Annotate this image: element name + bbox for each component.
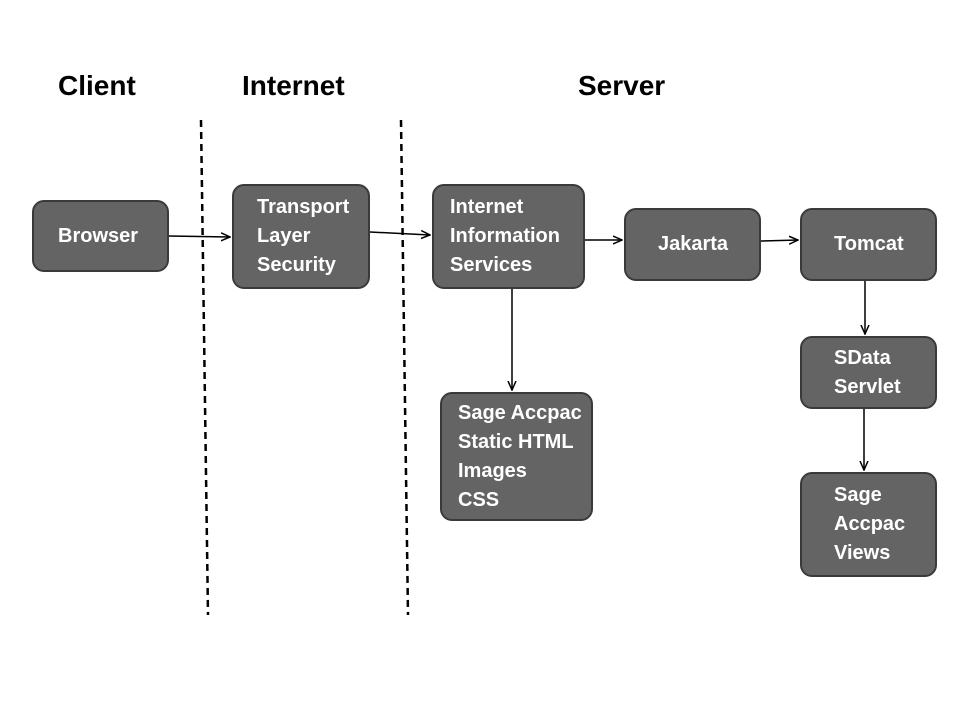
node-iis-label-line-3: Services	[450, 254, 533, 276]
boundary-internet-server	[399, 119, 410, 616]
node-sdata-label-line-2: Servlet	[834, 375, 901, 398]
node-sdata-servlet: SData Servlet	[800, 336, 937, 409]
zone-label-client: Client	[58, 70, 136, 101]
node-sage-accpac-views: Sage Accpac Views	[800, 472, 937, 577]
node-static-label-line-2: Static HTML	[458, 430, 574, 453]
node-internet-information-services: Internet Information Services	[432, 184, 585, 289]
node-browser-label: Browser	[58, 224, 139, 247]
node-browser: Browser	[32, 200, 169, 272]
node-tls-label-line-2: Layer	[257, 225, 311, 247]
node-tls-label-line-3: Security	[257, 254, 336, 276]
zone-label-server: Server	[578, 70, 666, 101]
boundary-client-internet	[199, 119, 210, 616]
node-jakarta: Jakarta	[624, 208, 761, 281]
zone-label-internet: Internet	[242, 70, 345, 101]
node-transport-layer-security: Transport Layer Security	[232, 184, 370, 289]
node-sdata-label-line-1: SData	[834, 346, 891, 369]
edge-browser-tls	[168, 236, 230, 237]
node-jakarta-label: Jakarta	[658, 233, 729, 255]
node-views-label-line-1: Sage	[834, 484, 882, 506]
node-static-content: Sage Accpac Static HTML Images CSS	[440, 392, 593, 521]
node-tomcat-label: Tomcat	[834, 233, 904, 255]
node-iis-label-line-1: Internet	[450, 196, 524, 218]
node-static-label-line-3: Images	[458, 459, 527, 482]
edge-jakarta-tomcat	[760, 240, 798, 241]
node-iis-label-line-2: Information	[450, 225, 560, 247]
node-static-label-line-4: CSS	[458, 488, 500, 511]
node-tls-label-line-1: Transport	[257, 196, 350, 218]
node-static-label-line-1: Sage Accpac	[458, 401, 582, 424]
node-views-label-line-3: Views	[834, 542, 891, 564]
node-tomcat: Tomcat	[800, 208, 937, 281]
node-views-label-line-2: Accpac	[834, 513, 906, 535]
edge-tls-iis	[369, 232, 430, 235]
